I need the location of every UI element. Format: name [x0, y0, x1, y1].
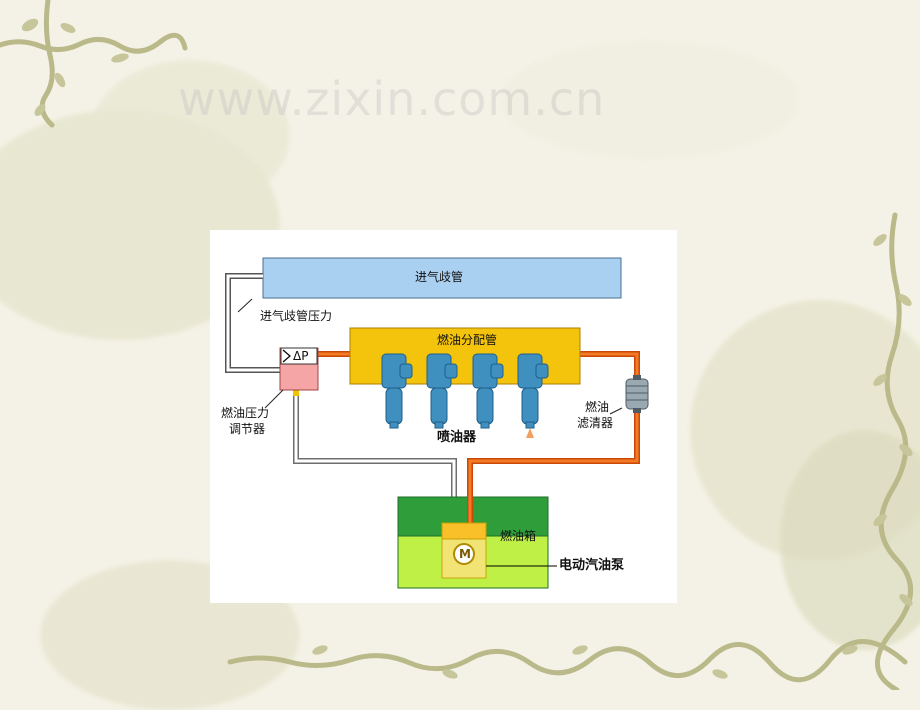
- fuel-system-diagram: 进气歧管 进气歧管压力 燃油分配管 ΔP 燃油压力 调节器 喷油器 燃油 滤清器…: [210, 230, 677, 603]
- intake-manifold-label: 进气歧管: [415, 270, 464, 284]
- leader-line: [609, 407, 623, 415]
- leader-line: [264, 389, 284, 409]
- pump-motor-symbol: M: [459, 547, 471, 561]
- background-flower: [90, 60, 290, 210]
- regulator-label-line2: 调节器: [229, 422, 266, 436]
- background-flower: [780, 430, 920, 650]
- fuel-tank-label: 燃油箱: [500, 529, 537, 543]
- regulator-label-line1: 燃油压力: [221, 406, 270, 420]
- fuel-injectors: [381, 353, 549, 429]
- manifold-pressure-label: 进气歧管压力: [260, 309, 333, 323]
- injectors-label: 喷油器: [437, 430, 477, 445]
- fuel-filter: [625, 375, 649, 413]
- filter-label-line1: 燃油: [585, 400, 610, 414]
- filter-label-line2: 滤清器: [577, 416, 614, 430]
- fuel-pump-label: 电动汽油泵: [559, 558, 625, 573]
- watermark: www.zixin.com.cn: [178, 72, 606, 126]
- fuel-spray: [526, 428, 534, 438]
- leader-line: [237, 298, 253, 313]
- background-flower: [500, 40, 800, 160]
- vine-border-decoration: [0, 0, 913, 690]
- motor-symbol: [453, 543, 475, 565]
- intake-manifold-box: [262, 257, 622, 299]
- fuel-rail-label: 燃油分配管: [437, 333, 498, 347]
- regulator-symbol: ΔP: [293, 349, 309, 363]
